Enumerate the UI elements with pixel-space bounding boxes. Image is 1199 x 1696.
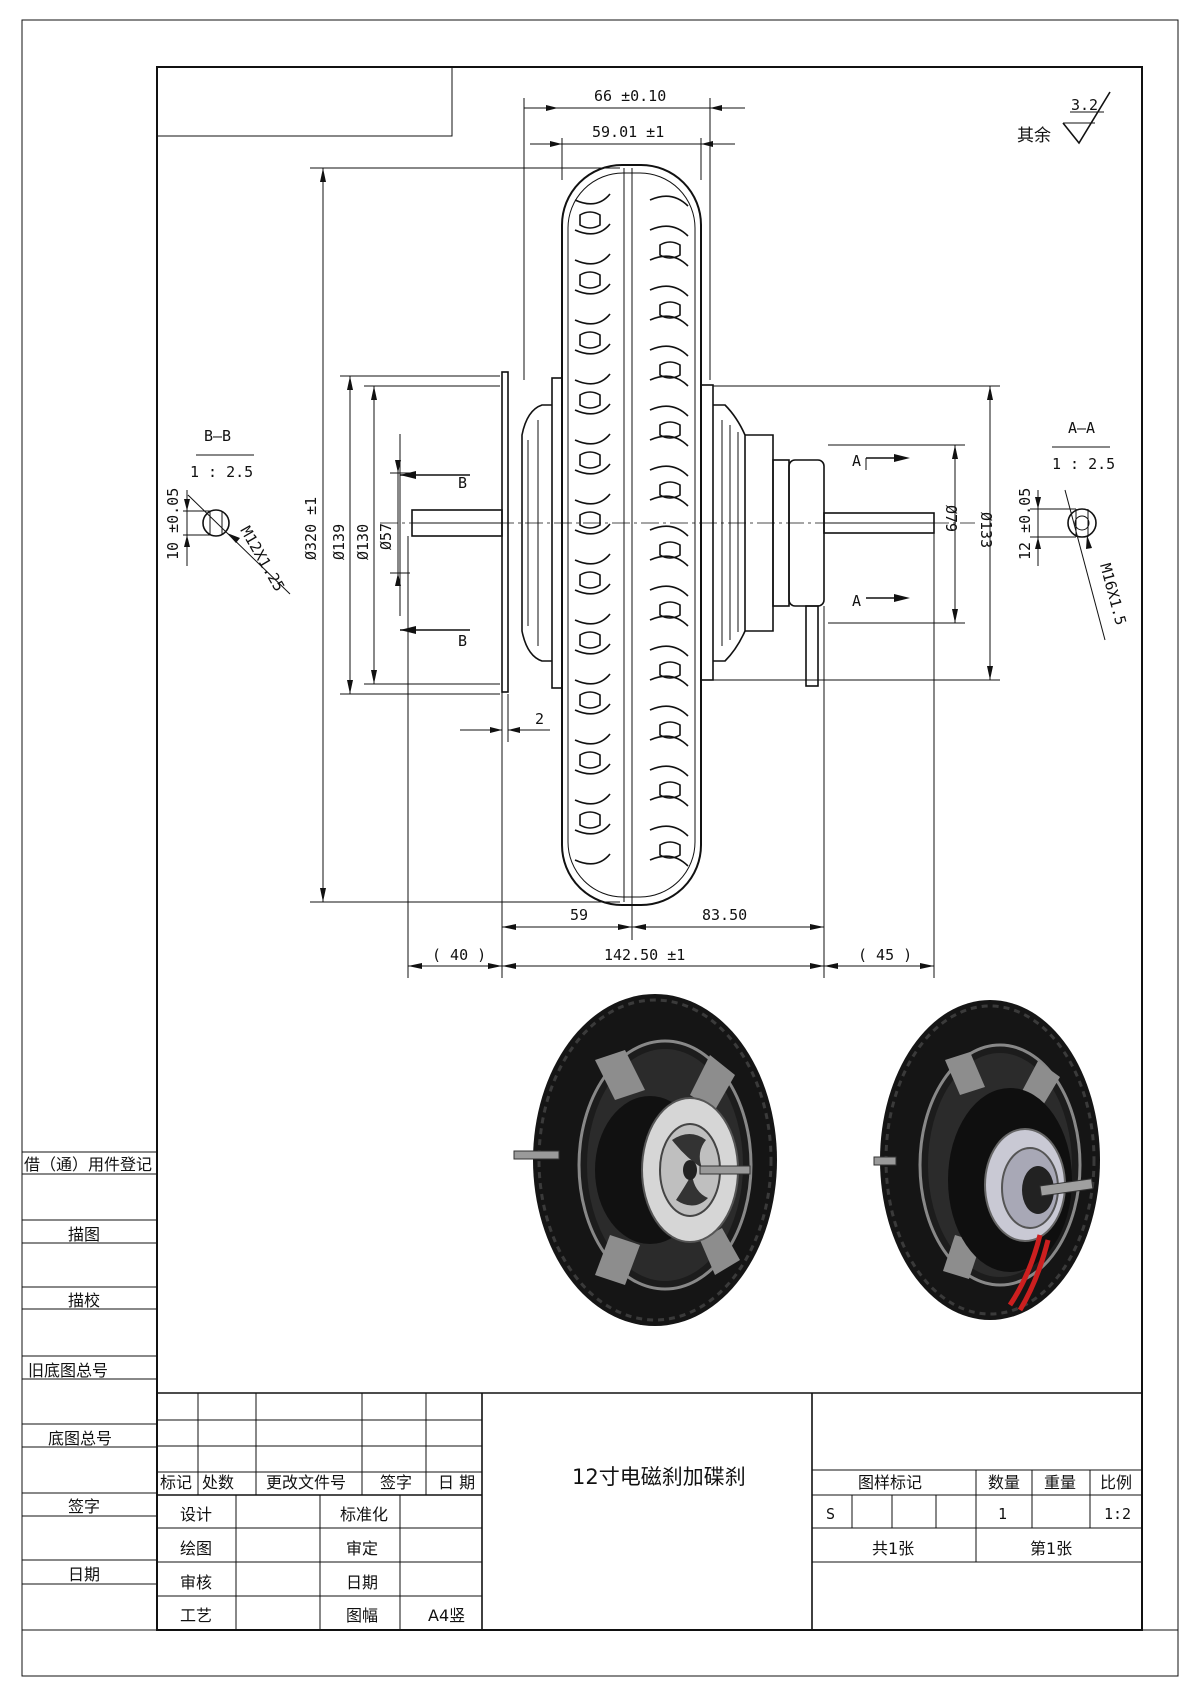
svg-text:M16X1.5: M16X1.5	[1096, 561, 1130, 627]
sheet-size: A4竖	[428, 1606, 465, 1625]
scale-value: 1:2	[1104, 1505, 1131, 1523]
svg-text:A—A: A—A	[1068, 419, 1095, 437]
drawing-title: 12寸电磁刹加碟刹	[572, 1465, 746, 1489]
right-header-2: 重量	[1044, 1473, 1076, 1492]
top-left-code-box	[156, 66, 453, 137]
svg-text:A: A	[852, 592, 861, 610]
svg-text:83.50: 83.50	[702, 906, 747, 924]
right-header-1: 数量	[988, 1473, 1020, 1492]
dim-inner-width: 59.01 ±1	[530, 123, 735, 180]
dim-bottom-lengths: 59 83.50 ( 40 ) 142.50 ±1 ( 45 )	[407, 533, 935, 978]
dim-d79: Ø79	[828, 444, 965, 624]
sheet-number: 第1张	[1030, 1539, 1072, 1558]
register-label-5: 签字	[68, 1497, 100, 1516]
drawing-frame	[156, 66, 1143, 1631]
hub-motor-profile	[380, 371, 975, 693]
register-label-0: 借（通）用件登记	[24, 1155, 152, 1174]
stage-mark: S	[826, 1505, 835, 1523]
svg-text:B: B	[458, 474, 467, 492]
wheel-render-disc-side	[513, 994, 777, 1326]
svg-text:2: 2	[535, 710, 544, 728]
svg-text:Ø79: Ø79	[942, 505, 960, 532]
svg-text:66 ±0.10: 66 ±0.10	[594, 87, 666, 105]
title-block: 标记 处数 更改文件号 签字 日 期 设计 标准化 绘图 审定 审核 日期 工艺…	[157, 1392, 1142, 1630]
approval-right-3: 图幅	[346, 1606, 378, 1625]
svg-text:1 : 2.5: 1 : 2.5	[1052, 455, 1115, 473]
svg-text:A: A	[852, 452, 861, 470]
dim-d133: Ø133	[713, 385, 1000, 681]
dim-tire-diameter: Ø320 ±1	[302, 167, 620, 903]
svg-text:M12X1.25: M12X1.25	[237, 523, 289, 595]
svg-text:Ø320 ±1: Ø320 ±1	[302, 497, 320, 560]
approval-left-0: 设计	[180, 1505, 212, 1524]
dim-d139: Ø139	[330, 375, 500, 695]
right-header-0: 图样标记	[858, 1473, 922, 1492]
svg-text:( 45 ): ( 45 )	[858, 946, 912, 964]
svg-text:( 40 ): ( 40 )	[432, 946, 486, 964]
rev-header-3: 签字	[380, 1473, 412, 1492]
outer-sheet-border	[21, 19, 1179, 1677]
svg-text:Ø57: Ø57	[377, 523, 395, 550]
svg-text:B—B: B—B	[204, 427, 231, 445]
svg-text:59: 59	[570, 906, 588, 924]
approval-left-3: 工艺	[180, 1606, 212, 1625]
dim-gap: 2	[460, 694, 550, 742]
dim-d57: Ø57	[377, 460, 410, 586]
svg-text:59.01 ±1: 59.01 ±1	[592, 123, 664, 141]
register-label-1: 描图	[68, 1225, 100, 1244]
svg-text:12 ±0.05: 12 ±0.05	[1016, 488, 1034, 560]
section-bb-detail: B—B 1 : 2.5 10 ±0.05 M12X1.25	[164, 427, 291, 595]
register-label-3: 旧底图总号	[28, 1361, 108, 1380]
svg-text:10 ±0.05: 10 ±0.05	[164, 488, 182, 560]
left-register-column: 借（通）用件登记 描图 描校 旧底图总号 底图总号 签字 日期	[22, 1151, 157, 1585]
right-header-3: 比例	[1100, 1473, 1132, 1492]
section-arrows-b: B B	[399, 434, 470, 650]
svg-text:Ø133: Ø133	[977, 512, 995, 548]
approval-right-0: 标准化	[340, 1505, 388, 1524]
quantity-value: 1	[998, 1505, 1007, 1523]
svg-text:3.2: 3.2	[1071, 96, 1098, 114]
svg-text:1 : 2.5: 1 : 2.5	[190, 463, 253, 481]
wheel-render-motor-side	[873, 1000, 1100, 1320]
svg-text:142.50 ±1: 142.50 ±1	[604, 946, 685, 964]
register-label-4: 底图总号	[48, 1429, 112, 1448]
approval-left-2: 审核	[180, 1573, 212, 1592]
svg-text:其余: 其余	[1017, 126, 1051, 146]
section-arrows-a: A A	[852, 452, 910, 610]
svg-text:B: B	[458, 632, 467, 650]
approval-left-1: 绘图	[180, 1539, 212, 1558]
rev-header-2: 更改文件号	[266, 1473, 346, 1492]
approval-right-1: 审定	[346, 1539, 378, 1558]
rev-header-0: 标记	[160, 1473, 192, 1492]
svg-text:Ø139: Ø139	[330, 524, 348, 560]
register-label-6: 日期	[68, 1565, 100, 1584]
sheets-total: 共1张	[872, 1539, 914, 1558]
register-label-2: 描校	[68, 1291, 100, 1310]
svg-text:Ø130: Ø130	[354, 524, 372, 560]
rev-header-1: 处数	[202, 1473, 234, 1492]
rev-header-4: 日 期	[438, 1473, 475, 1492]
tire-side-view	[561, 164, 702, 906]
surface-finish-symbol: 其余 3.2	[1017, 91, 1111, 146]
dim-d130: Ø130	[354, 385, 500, 685]
approval-right-2: 日期	[346, 1573, 378, 1592]
section-aa-detail: A—A 1 : 2.5 12 ±0.05 M16X1.5	[1016, 419, 1130, 641]
